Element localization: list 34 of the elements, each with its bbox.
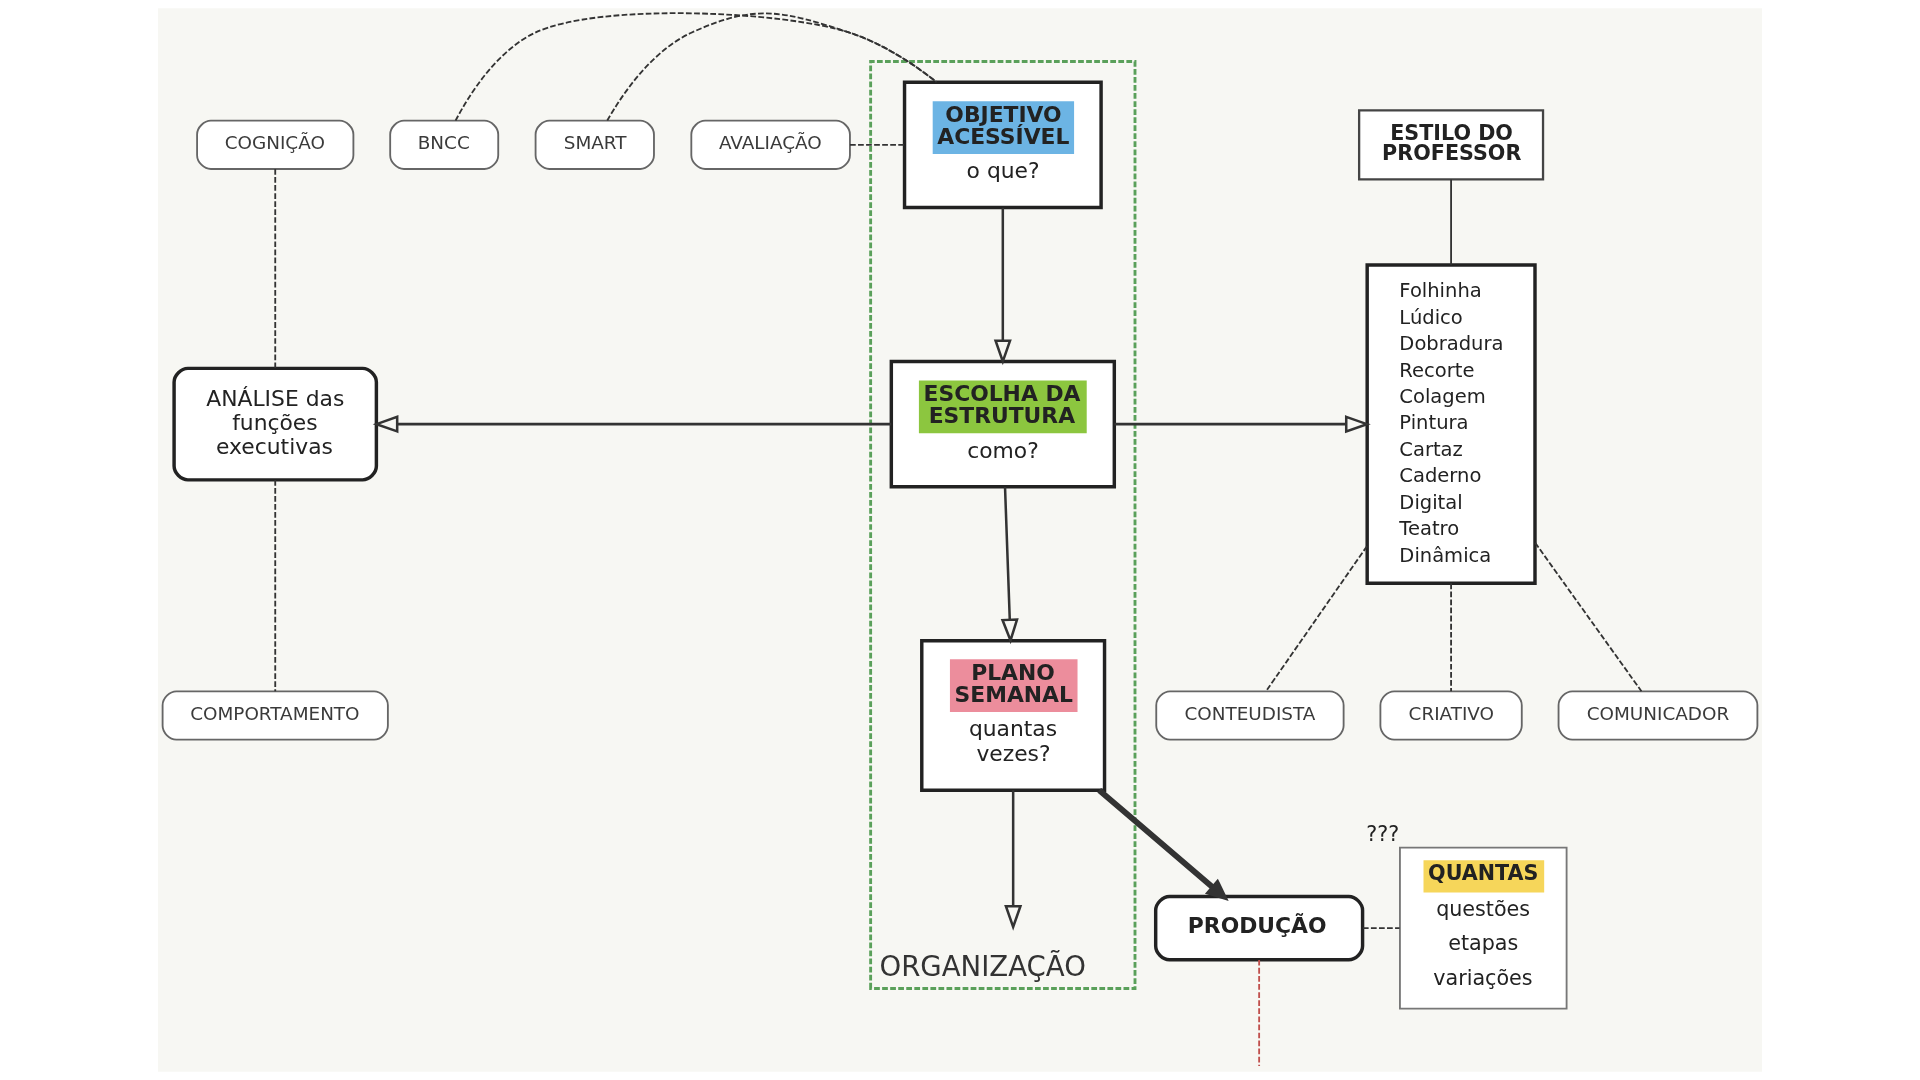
node-box: AVALIAÇÃO <box>690 119 851 170</box>
connector <box>274 479 277 693</box>
arrow <box>1114 415 1371 434</box>
node-box: COGNIÇÃO <box>196 119 355 170</box>
node-box: OBJETIVO ACESSÍVEL o que? <box>902 80 1103 210</box>
node-box: BNCC <box>389 119 500 170</box>
connector <box>1534 541 1643 693</box>
node-box: ESCOLHA DA ESTRUTURA como? <box>889 359 1117 489</box>
node-box: COMUNICADOR <box>1557 690 1759 741</box>
arrow <box>372 415 892 434</box>
node-box: CRIATIVO <box>1379 690 1523 741</box>
connector <box>1361 927 1401 930</box>
arrow <box>993 207 1012 366</box>
connector <box>849 143 906 146</box>
arrow <box>1000 486 1019 645</box>
connector <box>1265 545 1368 693</box>
node-box: ESTILO DO PROFESSOR <box>1358 109 1545 181</box>
connector <box>454 12 938 122</box>
node-box: Folhinha Lúdico Dobradura Recorte Colagem Pintura Cartaz Caderno Digital Teatro Dinâmica <box>1365 263 1537 586</box>
connector <box>274 168 277 369</box>
connector <box>606 12 938 122</box>
connector <box>1450 178 1452 266</box>
node-box: PRODUÇÃO <box>1153 894 1365 962</box>
arrow <box>1097 788 1229 901</box>
connector <box>1450 582 1452 693</box>
node-label: ??? <box>1366 822 1400 847</box>
node-box: ANÁLISE das funções executivas <box>172 366 379 482</box>
arrow <box>1004 790 1023 931</box>
node-box: QUANTAS questões etapas variações <box>1399 846 1568 1010</box>
node-box: CONTEUDISTA <box>1155 690 1345 741</box>
node-box: PLANO SEMANAL quantas vezes? <box>920 639 1107 792</box>
node-box: COMPORTAMENTO <box>161 690 389 741</box>
node-box: SMART <box>534 119 655 170</box>
connector <box>1258 959 1261 1067</box>
